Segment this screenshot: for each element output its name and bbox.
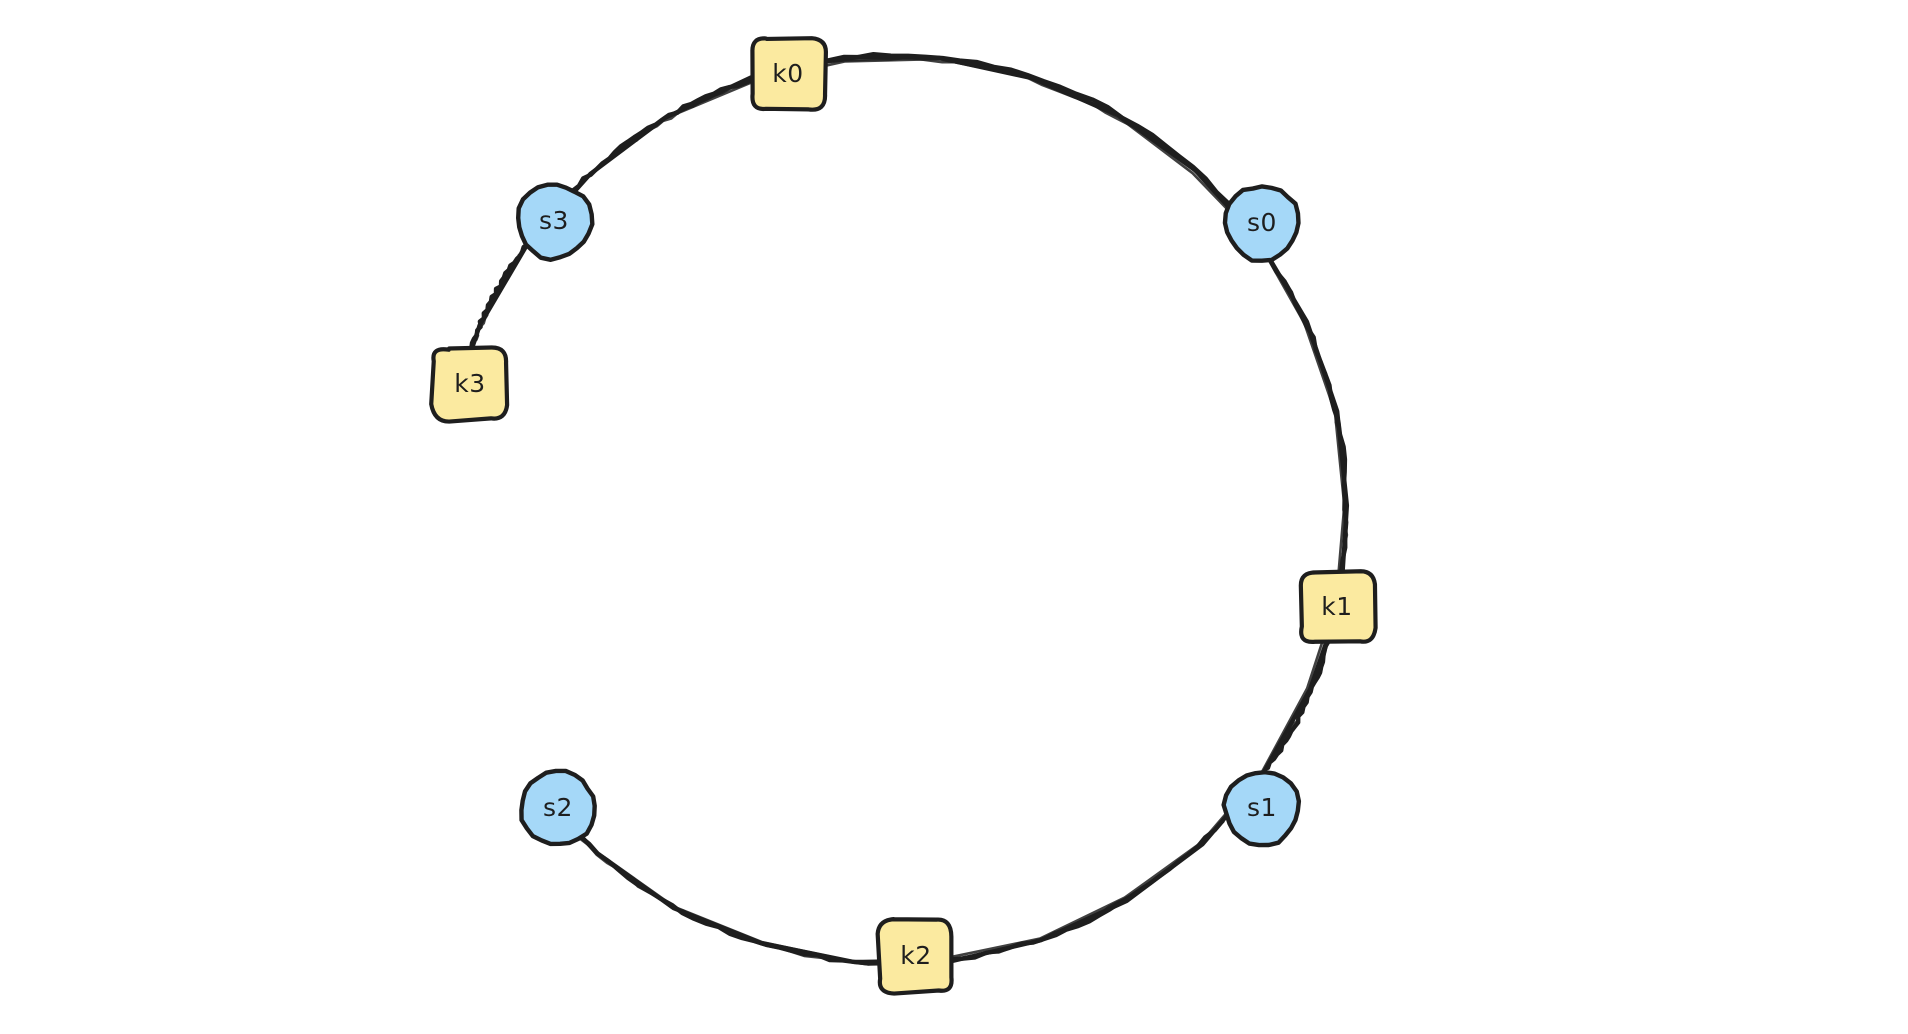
edge-s1-to-k2 (948, 818, 1225, 962)
node-s3[interactable]: s3 (516, 182, 595, 262)
edge-k2-to-s2 (577, 833, 884, 966)
node-s2-circle-shape (519, 768, 597, 847)
node-s1-label: s1 (1247, 793, 1277, 822)
node-k2[interactable]: k2 (875, 917, 954, 996)
node-s1-circle-shape (1221, 769, 1302, 848)
node-k3[interactable]: k3 (429, 345, 510, 424)
node-s0-label: s0 (1247, 208, 1277, 237)
node-k0-label: k0 (772, 59, 803, 88)
node-k3-label: k3 (454, 369, 485, 398)
node-k3-rounded-square-shape (429, 345, 510, 424)
node-s0-circle-shape (1222, 184, 1301, 263)
edge-s3-to-k0 (571, 79, 755, 193)
edge-k3-to-s3 (470, 242, 529, 349)
node-k1-label: k1 (1321, 592, 1352, 621)
node-s2-label: s2 (543, 793, 573, 822)
edge-k0-to-s0 (820, 56, 1230, 207)
node-k1-rounded-square-shape (1298, 569, 1378, 644)
edge-k2-to-s2 (576, 835, 883, 966)
node-k1[interactable]: k1 (1298, 569, 1378, 644)
node-k0[interactable]: k0 (750, 36, 829, 112)
node-s3-circle-shape (516, 182, 595, 262)
node-s1[interactable]: s1 (1221, 769, 1302, 848)
node-s0[interactable]: s0 (1222, 184, 1301, 263)
edge-s3-to-k0 (570, 77, 755, 194)
node-s2[interactable]: s2 (519, 768, 597, 847)
node-k2-rounded-square-shape (875, 917, 954, 996)
node-s3-label: s3 (539, 206, 569, 235)
node-k0-rounded-square-shape (750, 36, 829, 112)
node-k2-label: k2 (900, 941, 931, 970)
node-layer: k0 s0 k1 s1 k2 s2 k3 s3 (429, 36, 1378, 996)
edge-s1-to-k2 (949, 820, 1225, 962)
